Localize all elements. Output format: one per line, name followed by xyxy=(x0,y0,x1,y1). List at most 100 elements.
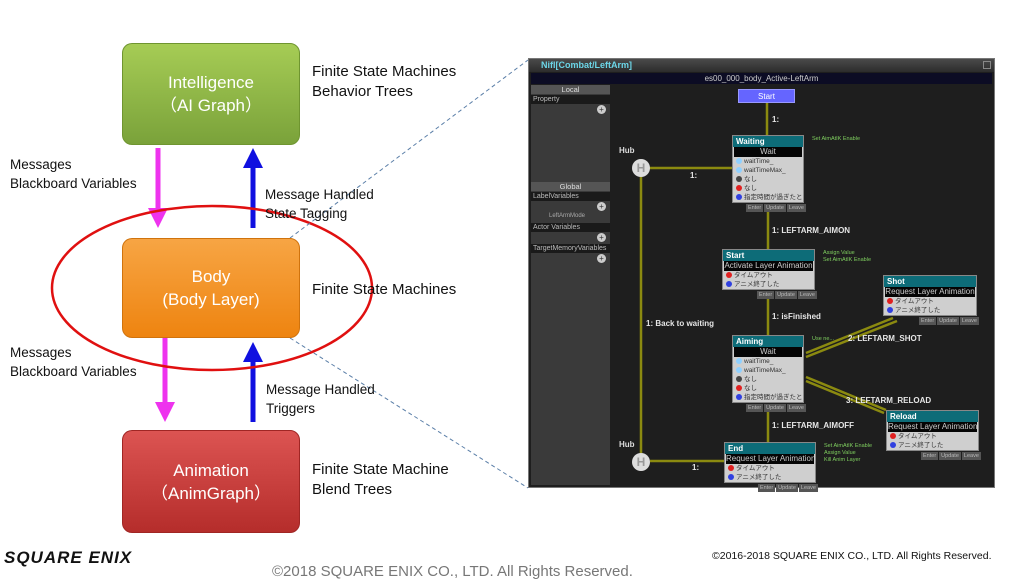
node-title: Waiting xyxy=(733,136,803,147)
node-button-update[interactable]: Update xyxy=(939,452,961,460)
box-title: Intelligence xyxy=(167,73,254,92)
hub-node[interactable]: H xyxy=(632,159,650,177)
node-button-leave[interactable]: Leave xyxy=(961,452,981,460)
row-status-icon xyxy=(736,167,742,174)
node-action: Request Layer Animation xyxy=(888,422,977,432)
node-button-enter[interactable]: Enter xyxy=(921,452,939,460)
animation-box: Animation（AnimGraph） xyxy=(122,430,300,533)
node-button-enter[interactable]: Enter xyxy=(758,484,776,492)
node-button-update[interactable]: Update xyxy=(937,317,959,325)
graph-title: es00_000_body_Active-LeftArm xyxy=(531,73,992,84)
node-button-leave[interactable]: Leave xyxy=(786,204,806,212)
target-variables-row[interactable]: TargetMemoryVariables xyxy=(531,244,610,253)
row-status-icon xyxy=(887,307,893,314)
row-status-icon xyxy=(736,385,742,392)
add-actor-icon[interactable]: + xyxy=(597,233,606,242)
row-status-icon xyxy=(736,394,742,401)
hub-label: Hub xyxy=(619,146,635,155)
add-label-icon[interactable]: + xyxy=(597,202,606,211)
node-action: Request Layer Animation xyxy=(885,287,975,297)
transition-label: 1: LEFTARM_AIMON xyxy=(772,226,851,235)
node-action: Activate Layer Animation xyxy=(724,261,813,271)
node-button-enter[interactable]: Enter xyxy=(746,404,764,412)
node-action: Request Layer Animation xyxy=(726,454,814,464)
transition-label: 1: xyxy=(772,115,780,124)
row-status-icon xyxy=(736,367,742,374)
node-button-update[interactable]: Update xyxy=(764,204,786,212)
node-button-update[interactable]: Update xyxy=(776,484,798,492)
node-button-update[interactable]: Update xyxy=(775,291,797,299)
node-button-leave[interactable]: Leave xyxy=(786,404,806,412)
node-button-update[interactable]: Update xyxy=(764,404,786,412)
editor-titlebar: Nifl[Combat/LeftArm] xyxy=(529,59,994,72)
copyright-right: ©2016-2018 SQUARE ENIX CO., LTD. All Rig… xyxy=(712,550,992,562)
hub-node[interactable]: H xyxy=(632,453,650,471)
transition-label: 1: isFinished xyxy=(772,312,821,321)
node-row: 指定時間が過ぎたとき xyxy=(733,193,803,202)
node-row: タイムアウト xyxy=(887,432,978,441)
row-status-icon xyxy=(736,194,742,201)
label-variables-row[interactable]: LabelVariables xyxy=(531,192,610,201)
row-status-icon xyxy=(726,281,732,288)
node-note: Set AimAtIK Enable Assign Value Kill Ani… xyxy=(824,443,872,463)
node-button-leave[interactable]: Leave xyxy=(797,291,817,299)
intelligence-box: Intelligence （AI Graph） xyxy=(122,43,300,145)
window-title: Nifl[Combat/LeftArm] xyxy=(541,60,632,70)
row-status-icon xyxy=(728,465,734,472)
node-row: なし xyxy=(733,184,803,193)
node-button-enter[interactable]: Enter xyxy=(919,317,937,325)
box-subtitle: （AI Graph） xyxy=(159,96,263,115)
node-title: Aiming xyxy=(733,336,803,347)
variables-panel: Local Property + Global LabelVariables +… xyxy=(531,85,610,485)
hub-label: Hub xyxy=(619,440,635,449)
body-box: Body (Body Layer) xyxy=(122,238,300,338)
maximize-icon[interactable] xyxy=(983,61,991,69)
row-status-icon xyxy=(887,298,893,305)
global-header: Global xyxy=(531,182,610,191)
node-button-enter[interactable]: Enter xyxy=(746,204,764,212)
transition-label: 1: xyxy=(690,171,698,180)
property-row[interactable]: Property xyxy=(531,95,610,104)
add-property-icon[interactable]: + xyxy=(597,105,606,114)
node-row: なし xyxy=(733,175,803,184)
box-subtitle: (Body Layer) xyxy=(162,290,260,309)
node-note: Assign Value Set AimAtIK Enable xyxy=(823,250,871,263)
add-target-icon[interactable]: + xyxy=(597,254,606,263)
start-node[interactable]: Start xyxy=(738,89,795,103)
row-status-icon xyxy=(728,474,734,481)
node-action: Wait xyxy=(734,147,802,157)
node-row: なし xyxy=(733,384,803,393)
node-title: Shot xyxy=(884,276,976,287)
node-button-enter[interactable]: Enter xyxy=(757,291,775,299)
node-row: waitTime_ xyxy=(733,157,803,166)
node-row: 指定時間が過ぎたとき xyxy=(733,393,803,402)
node-row: waitTimeMax_ xyxy=(733,166,803,175)
node-button-leave[interactable]: Leave xyxy=(959,317,979,325)
node-note: Use ne... xyxy=(812,336,835,342)
node-row: なし xyxy=(733,375,803,384)
transition-label: 2: LEFTARM_SHOT xyxy=(848,334,922,343)
node-row: タイムアウト xyxy=(725,464,815,473)
box-title: Body xyxy=(191,267,231,286)
row-status-icon xyxy=(890,442,896,449)
actor-variables-row[interactable]: Actor Variables xyxy=(531,223,610,232)
node-title: Start xyxy=(723,250,814,261)
row-status-icon xyxy=(890,433,896,440)
node-button-leave[interactable]: Leave xyxy=(798,484,818,492)
node-row: アニメ終了した xyxy=(725,473,815,482)
